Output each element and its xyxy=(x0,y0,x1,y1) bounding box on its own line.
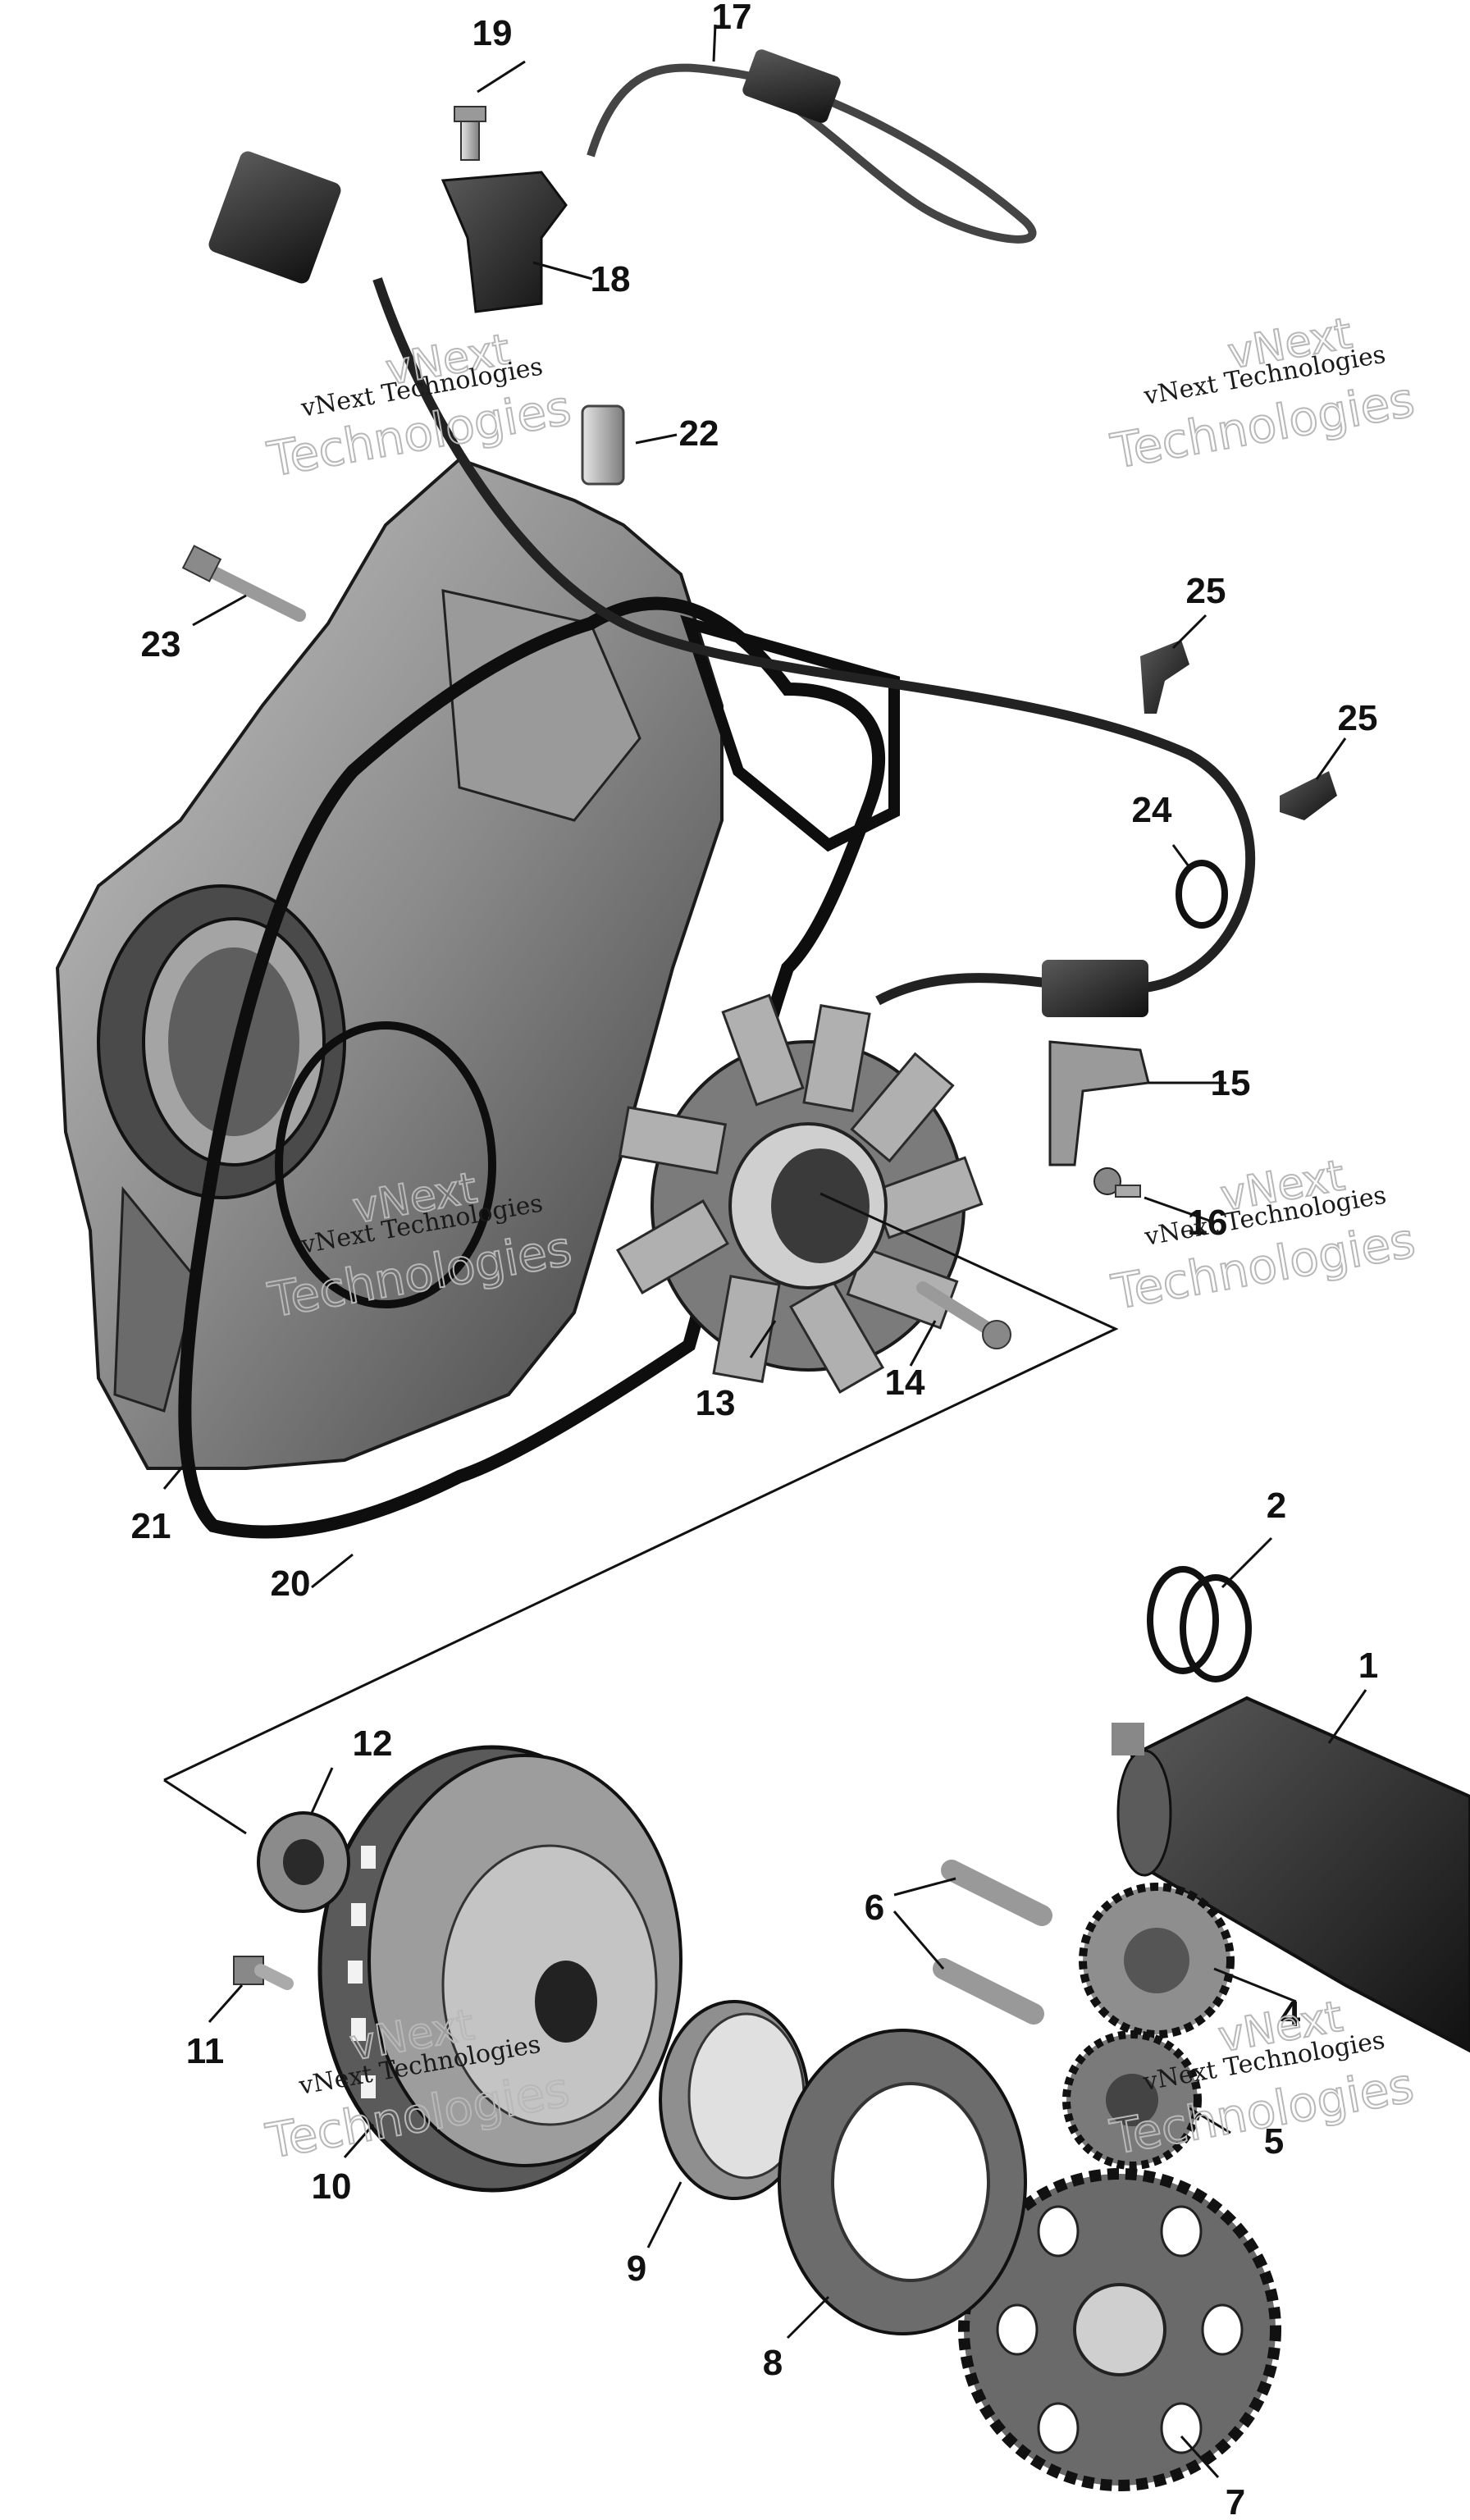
stator-part xyxy=(615,993,984,1395)
o-ring-part xyxy=(1147,1566,1252,1682)
flywheel-part xyxy=(317,1745,682,2193)
bracket-screw-part xyxy=(1093,1167,1141,1198)
callout-18: 18 xyxy=(591,259,631,299)
callout-10: 10 xyxy=(312,2166,352,2207)
wiring-harness-part xyxy=(208,49,1256,1017)
callout-8: 8 xyxy=(763,2343,783,2383)
callout-19: 19 xyxy=(472,13,513,53)
speed-sensor-part xyxy=(441,171,568,313)
harness-clip-part xyxy=(1176,860,1228,929)
callout-4: 4 xyxy=(1281,1994,1301,2034)
callout-9: 9 xyxy=(627,2248,646,2289)
watermark-2: vNext vNext Technologies Technologies xyxy=(1106,308,1419,481)
callout-21: 21 xyxy=(131,1506,171,1546)
cover-bolt-part xyxy=(181,545,306,622)
grommet-part-lower xyxy=(1280,771,1337,820)
flywheel-nut-part xyxy=(257,1811,350,1913)
callout-23: 23 xyxy=(141,624,181,664)
callout-1: 1 xyxy=(1358,1646,1378,1686)
dowel-pin-part xyxy=(581,404,625,486)
stator-screw-part xyxy=(916,1281,1011,1349)
callout-13: 13 xyxy=(696,1383,736,1423)
starter-motor-part xyxy=(1112,1696,1470,2053)
callout-14: 14 xyxy=(885,1363,925,1403)
ring-gear-part xyxy=(958,2168,1281,2491)
bracket-part xyxy=(1048,1040,1150,1166)
callout-16: 16 xyxy=(1188,1203,1228,1243)
callout-24: 24 xyxy=(1132,790,1172,830)
watermark-1: vNext vNext Technologies Technologies xyxy=(262,324,576,488)
grommet-part-upper xyxy=(1140,640,1189,714)
callout-15: 15 xyxy=(1211,1063,1251,1103)
callout-6: 6 xyxy=(865,1888,884,1928)
callout-25-lower: 25 xyxy=(1338,698,1378,738)
callout-2: 2 xyxy=(1267,1486,1286,1526)
thrust-plate-part xyxy=(778,2029,1027,2335)
gear-pin-part xyxy=(933,1860,1052,2025)
reduction-gear-part xyxy=(1062,2030,1202,2170)
callout-5: 5 xyxy=(1264,2121,1284,2162)
crankcase-cover-part xyxy=(55,457,724,1470)
callout-labels: 1 2 4 5 6 7 8 9 10 11 12 13 14 15 16 17 … xyxy=(131,0,1379,2520)
watermark-4: vNext vNext Technologies Technologies xyxy=(1107,1150,1420,1321)
callout-11: 11 xyxy=(186,2031,225,2071)
bearing-part xyxy=(659,2000,810,2200)
callout-7: 7 xyxy=(1226,2482,1245,2520)
callout-25-upper: 25 xyxy=(1186,571,1226,611)
gasket-part xyxy=(178,596,900,1539)
callout-20: 20 xyxy=(271,1564,311,1604)
callout-17: 17 xyxy=(712,0,752,37)
leader-lines xyxy=(162,24,1367,2479)
callout-12: 12 xyxy=(353,1723,393,1764)
sensor-bolt-part xyxy=(454,106,486,161)
callout-22: 22 xyxy=(679,413,719,454)
idler-gear-part xyxy=(1079,1883,1235,2038)
flywheel-screw-part xyxy=(233,1956,294,1990)
